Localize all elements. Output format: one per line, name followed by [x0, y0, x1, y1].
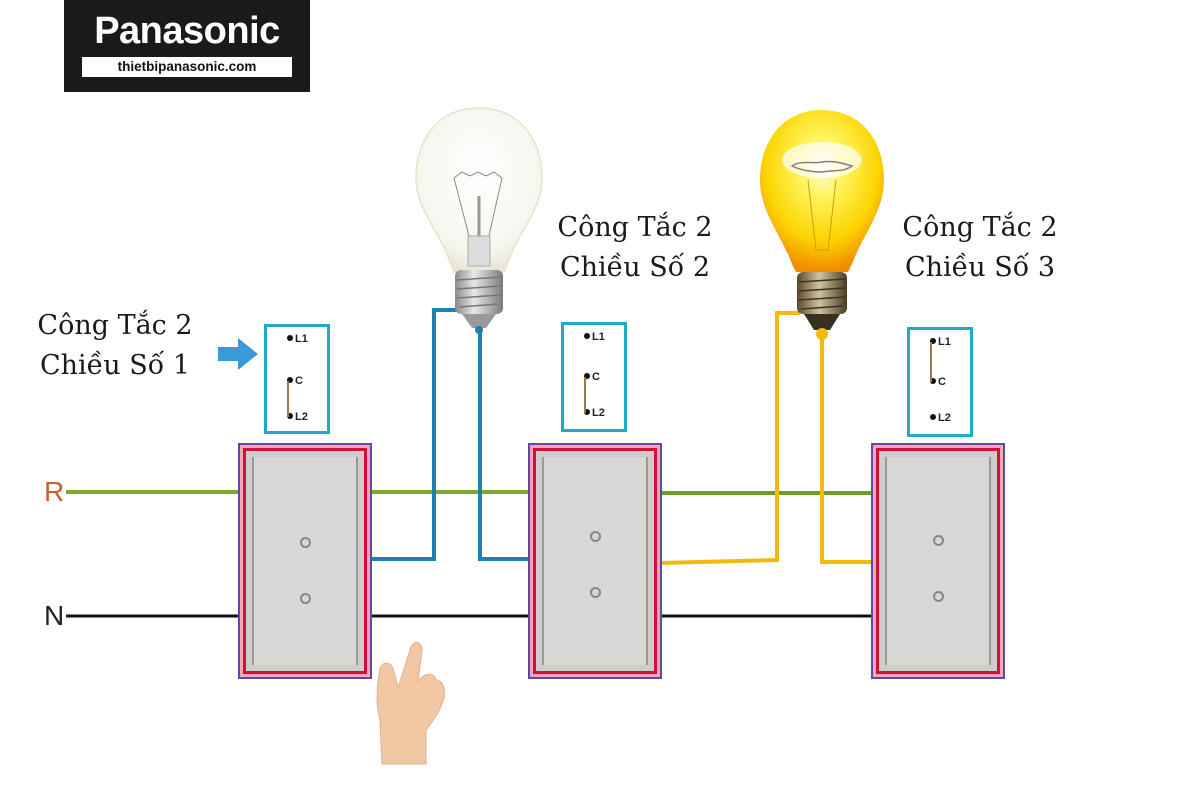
switch-3[interactable] — [871, 443, 1005, 679]
pointer-arrow-icon — [218, 338, 258, 370]
switch-3-terminal-box: L1 C L2 — [907, 327, 973, 437]
pointing-hand-icon — [376, 642, 445, 765]
terminal-l1: L1 — [287, 333, 308, 345]
terminal-l1: L1 — [930, 336, 951, 348]
switch-1-title-line1: Công Tắc 2 — [37, 310, 193, 341]
live-label: R — [44, 476, 65, 507]
switch-3-title-line2: Chiều Số 3 — [904, 252, 1056, 283]
lamp2-wires — [659, 311, 872, 565]
light-bulb-on-icon — [760, 110, 884, 340]
switch-2-terminal-box: L1 C L2 — [561, 322, 627, 432]
switch-1-title-line2: Chiều Số 1 — [39, 350, 191, 381]
lamp1-wires — [372, 308, 530, 561]
terminal-bridge — [584, 377, 586, 413]
switch-3-title: Công Tắc 2 Chiều Số 3 — [895, 208, 1065, 288]
switch-1-terminal-box: L1 C L2 — [264, 324, 330, 434]
switch-2-rocker[interactable] — [542, 457, 648, 665]
terminal-bridge — [287, 381, 289, 417]
switch-3-title-line1: Công Tắc 2 — [902, 212, 1058, 243]
terminal-c: C — [287, 375, 303, 387]
live-wire — [66, 490, 872, 495]
terminal-l2: L2 — [287, 411, 308, 423]
terminal-c: C — [584, 371, 600, 383]
panasonic-logo: Panasonic thietbipanasonic.com — [64, 0, 310, 92]
terminal-l1: L1 — [584, 331, 605, 343]
switch-2[interactable] — [528, 443, 662, 679]
logo-url-text: thietbipanasonic.com — [82, 57, 292, 77]
terminal-bridge — [930, 342, 932, 382]
switch-2-title-line2: Chiều Số 2 — [559, 252, 711, 283]
switch-1-rocker[interactable] — [252, 457, 358, 665]
terminal-c: C — [930, 376, 946, 388]
terminal-l2: L2 — [930, 412, 951, 424]
neutral-label: N — [44, 600, 65, 631]
switch-2-title: Công Tắc 2 Chiều Số 2 — [550, 208, 720, 288]
logo-brand-text: Panasonic — [94, 10, 280, 52]
terminal-l2: L2 — [584, 407, 605, 419]
switch-1-title: Công Tắc 2 Chiều Số 1 — [30, 306, 200, 386]
switch-3-rocker[interactable] — [885, 457, 991, 665]
switch-1[interactable] — [238, 443, 372, 679]
light-bulb-off-icon — [415, 107, 543, 334]
switch-2-title-line1: Công Tắc 2 — [557, 212, 713, 243]
